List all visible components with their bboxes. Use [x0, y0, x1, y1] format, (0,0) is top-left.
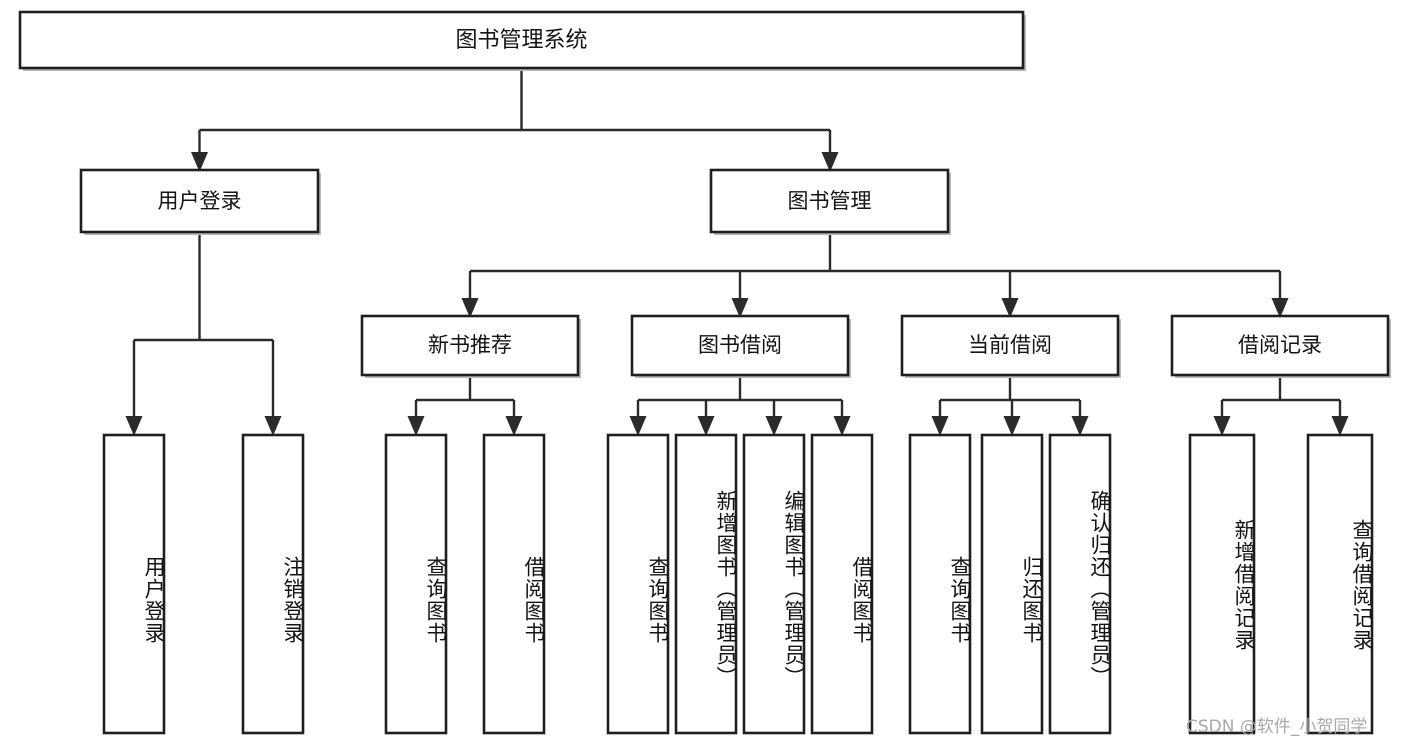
node-current-borrow-label: 当前借阅 [968, 333, 1052, 357]
arrow-leaf-logout [264, 416, 282, 436]
leaf-box-query-record[interactable] [1306, 433, 1374, 735]
node-new-book-recommend-box [360, 314, 580, 377]
arrow-leaf-add-book [697, 416, 715, 436]
arrow-leaf-query-book-1 [407, 416, 425, 436]
node-user-login[interactable]: 用户登录 [79, 168, 321, 235]
arrow-to-user-login [191, 152, 208, 172]
leaf-box-query-book-2[interactable] [606, 433, 670, 735]
arrow-leaf-user-login [125, 416, 143, 436]
leaf-box-query-book-3[interactable] [908, 433, 972, 735]
node-new-book-recommend[interactable]: 新书推荐 [360, 314, 581, 378]
csdn-watermark: CSDN @软件_小贺同学 [1186, 717, 1368, 737]
node-book-management-box [709, 168, 950, 234]
edge-group [125, 68, 1349, 436]
node-book-borrow-box [630, 314, 850, 377]
node-borrow-record-box [1170, 314, 1390, 377]
leaf-box-add-record[interactable] [1188, 433, 1256, 735]
arrow-to-book-mgmt [821, 152, 839, 172]
leaf-boxes [102, 433, 1374, 735]
leaf-box-borrow-book-1[interactable] [482, 433, 546, 735]
node-book-management-label: 图书管理 [788, 189, 872, 213]
leaf-box-user-login[interactable] [102, 433, 166, 735]
arrow-new-book-rec [461, 298, 479, 318]
node-book-borrow[interactable]: 图书借阅 [630, 314, 851, 378]
arrow-leaf-borrow-book-2 [833, 416, 851, 436]
node-borrow-record[interactable]: 借阅记录 [1170, 314, 1391, 378]
leaf-box-return-book[interactable] [980, 433, 1044, 735]
arrow-leaf-query-record [1331, 416, 1349, 436]
leaf-box-logout[interactable] [241, 433, 305, 735]
leaf-box-edit-book[interactable] [742, 433, 806, 735]
leaf-box-add-book[interactable] [674, 433, 738, 735]
node-user-login-label: 用户登录 [158, 189, 242, 213]
arrow-current-borrow [1001, 298, 1019, 318]
node-current-borrow[interactable]: 当前借阅 [900, 314, 1121, 378]
arrow-leaf-query-book-2 [629, 416, 647, 436]
arrow-borrow-record [1271, 298, 1289, 318]
arrow-leaf-return-book [1003, 416, 1021, 436]
leaf-box-query-book-1[interactable] [384, 433, 448, 735]
leaf-box-borrow-book-2[interactable] [810, 433, 874, 735]
node-root-label: 图书管理系统 [455, 28, 587, 53]
arrow-leaf-edit-book [765, 416, 783, 436]
arrow-leaf-confirm-return [1071, 416, 1089, 436]
arrow-book-borrow [731, 298, 749, 318]
arrow-leaf-add-record [1213, 416, 1231, 436]
arrow-leaf-query-book-3 [931, 416, 949, 436]
arrow-leaf-borrow-book-1 [505, 416, 523, 436]
node-user-login-box [79, 168, 320, 234]
node-book-borrow-label: 图书借阅 [698, 333, 782, 357]
node-root-box [18, 10, 1025, 70]
leaf-box-confirm-return[interactable] [1048, 433, 1112, 735]
node-borrow-record-label: 借阅记录 [1238, 333, 1322, 357]
node-root[interactable]: 图书管理系统 [18, 10, 1026, 71]
node-new-book-recommend-label: 新书推荐 [428, 333, 512, 357]
node-current-borrow-box [900, 314, 1120, 377]
node-book-management[interactable]: 图书管理 [709, 168, 951, 235]
